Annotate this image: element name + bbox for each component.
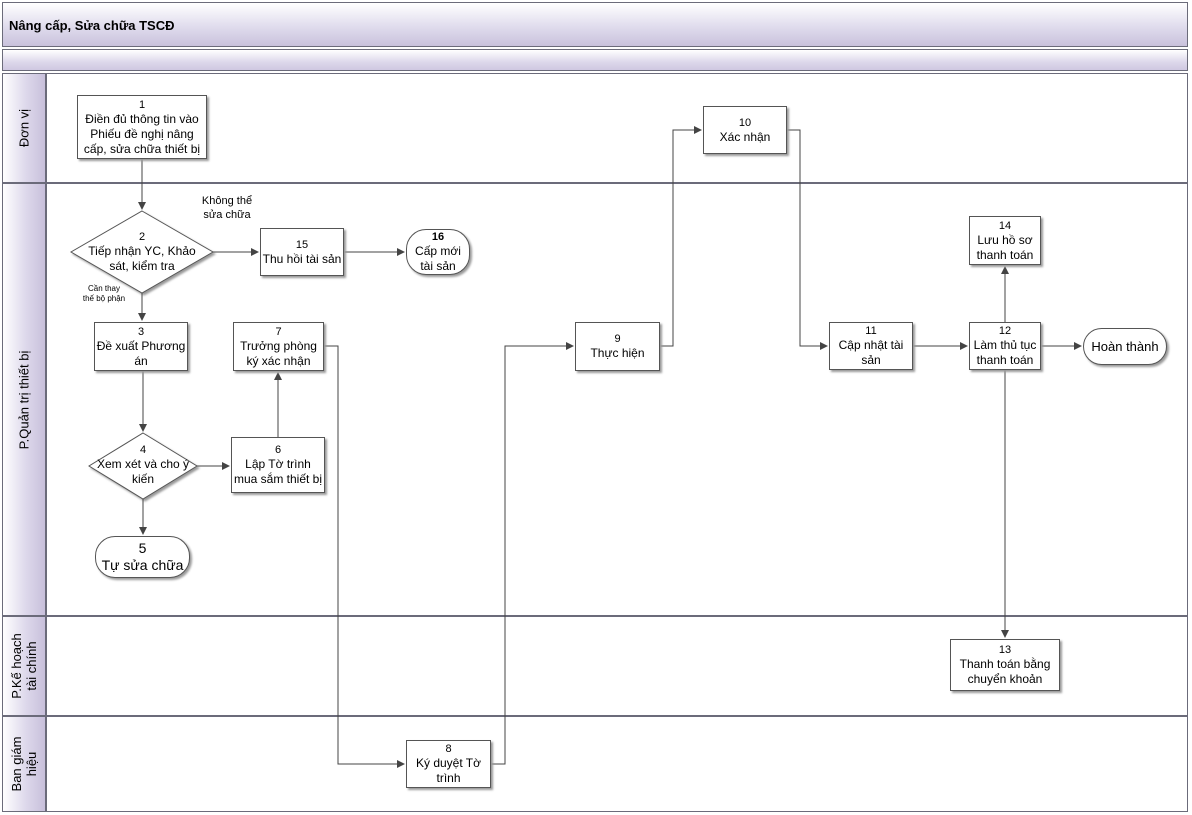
step-text: Xác nhận [719,129,771,144]
process-step-12: 12 Làm thủ tục thanh toán [969,322,1041,370]
decision-step-2: 2 Tiếp nhận YC, Khảo sát, kiểm tra [83,228,201,276]
process-step-6: 6 Lập Tờ trình mua sắm thiết bị [231,437,325,493]
step-number: 9 [614,333,621,345]
step-number: 12 [998,325,1012,337]
step-text: Thực hiện [590,346,645,360]
step-text: Làm thủ tục thanh toán [973,338,1037,367]
process-step-7: 7 Trưởng phòng ký xác nhận [233,322,324,371]
step-text: Tự sửa chữa [101,557,184,573]
step-text: Lưu hồ sơ thanh toán [976,232,1034,262]
edge-8-9 [491,342,574,765]
step-number: 4 [139,444,147,456]
edge-label-replace-part: Cần thay thế bộ phận [82,284,126,303]
lane-label-ke-hoach: P.Kế hoạch tài chính [2,616,46,716]
process-step-3: 3 Đề xuất Phương án [94,322,188,371]
edge-label-cannot-repair: Không thể sửa chữa [201,195,253,221]
process-step-9: 9 Thực hiện [575,322,660,371]
step-text: Xem xét và cho ý kiến [96,457,190,486]
step-text: Lập Tờ trình mua sắm thiết bị [233,457,323,486]
step-text: Tiếp nhận YC, Khảo sát, kiểm tra [88,244,196,273]
step-number: 1 [138,98,146,111]
process-step-15: 15 Thu hồi tài sản [260,228,344,276]
step-number: 16 [431,231,445,243]
edge-9-10 [660,126,702,347]
lane-ban-giam-hieu [46,716,1188,812]
process-step-14: 14 Lưu hồ sơ thanh toán [969,216,1041,265]
step-number: 3 [137,325,145,338]
edge-10-11 [787,129,828,350]
step-text: Cấp mới tài sản [415,244,461,273]
terminal-step-5: 5 Tự sửa chữa [95,536,190,578]
step-number: 2 [138,231,146,243]
step-text: Trưởng phòng ký xác nhận [240,338,317,368]
step-text: Cập nhật tài sản [838,338,904,367]
process-step-8: 8 Ký duyệt Tờ trình [406,740,491,788]
edge-7-8 [324,345,405,768]
lane-don-vi [46,73,1188,183]
step-number: 13 [998,644,1012,656]
step-text: Thanh toán bằng chuyển khoản [959,657,1051,686]
lane-label-quan-tri: P.Quản trị thiết bị [2,183,46,616]
step-text: Đề xuất Phương án [96,338,186,368]
step-number: 6 [274,444,282,456]
process-step-1: 1 Điền đủ thông tin vào Phiếu đề nghị nâ… [77,95,207,159]
diagram-title: Nâng cấp, Sửa chữa TSCĐ [9,18,175,33]
step-number: 14 [998,219,1012,232]
decision-step-4: 4 Xem xét và cho ý kiến [96,441,190,489]
step-number: 15 [295,238,309,251]
process-step-13: 13 Thanh toán bằng chuyển khoản [950,639,1060,691]
step-text: Điền đủ thông tin vào Phiếu đề nghị nâng… [83,111,201,156]
step-number: 10 [738,116,752,129]
lane-label-ban-giam-hieu: Ban giám hiệu [2,716,46,812]
step-number: 7 [275,325,282,338]
terminal-end: Hoàn thành [1083,328,1167,365]
step-number: 5 [138,540,147,556]
step-text: Hoàn thành [1091,339,1159,354]
step-number: 8 [445,743,452,755]
diagram-title-bar: Nâng cấp, Sửa chữa TSCĐ [2,2,1188,47]
step-number: 11 [865,325,877,337]
process-step-10: 10 Xác nhận [703,106,787,154]
step-text: Thu hồi tài sản [262,251,342,266]
terminal-step-16: 16 Cấp mới tài sản [406,229,470,275]
process-step-11: 11 Cập nhật tài sản [829,322,913,370]
step-text: Ký duyệt Tờ trình [415,756,481,785]
header-subbar [2,49,1188,71]
lane-label-don-vi: Đơn vị [2,73,46,183]
